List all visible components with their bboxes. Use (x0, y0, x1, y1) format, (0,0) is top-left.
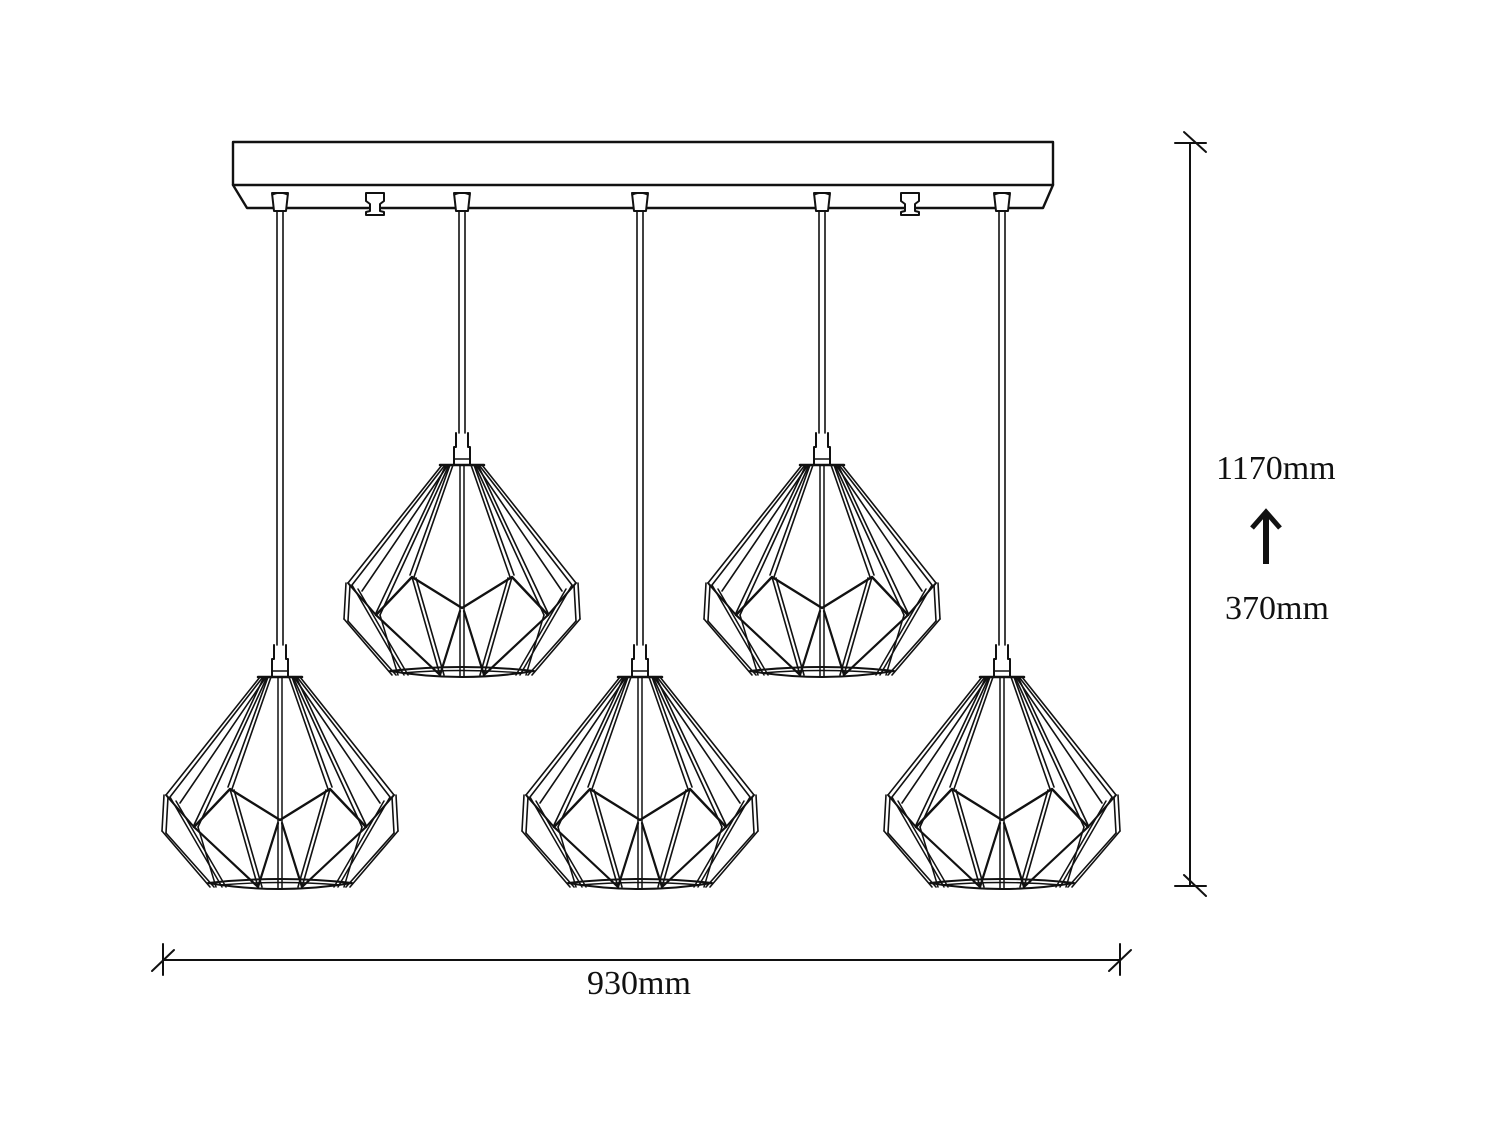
height-max-label: 1170mm (1216, 450, 1336, 487)
pendant-lamp-1 (160, 644, 400, 891)
width-dimension-line (151, 943, 1132, 976)
pendant-cords (276, 211, 1006, 646)
width-label: 930mm (587, 965, 691, 1002)
height-dimension-line (1174, 131, 1207, 897)
pendant-lamp-3 (520, 644, 760, 891)
pendant-lamp-4 (702, 432, 942, 679)
height-min-label: 370mm (1225, 590, 1329, 627)
arrow-up-icon (1250, 508, 1282, 564)
pendant-lamp-5 (882, 644, 1122, 891)
pendant-lamp-2 (342, 432, 582, 679)
